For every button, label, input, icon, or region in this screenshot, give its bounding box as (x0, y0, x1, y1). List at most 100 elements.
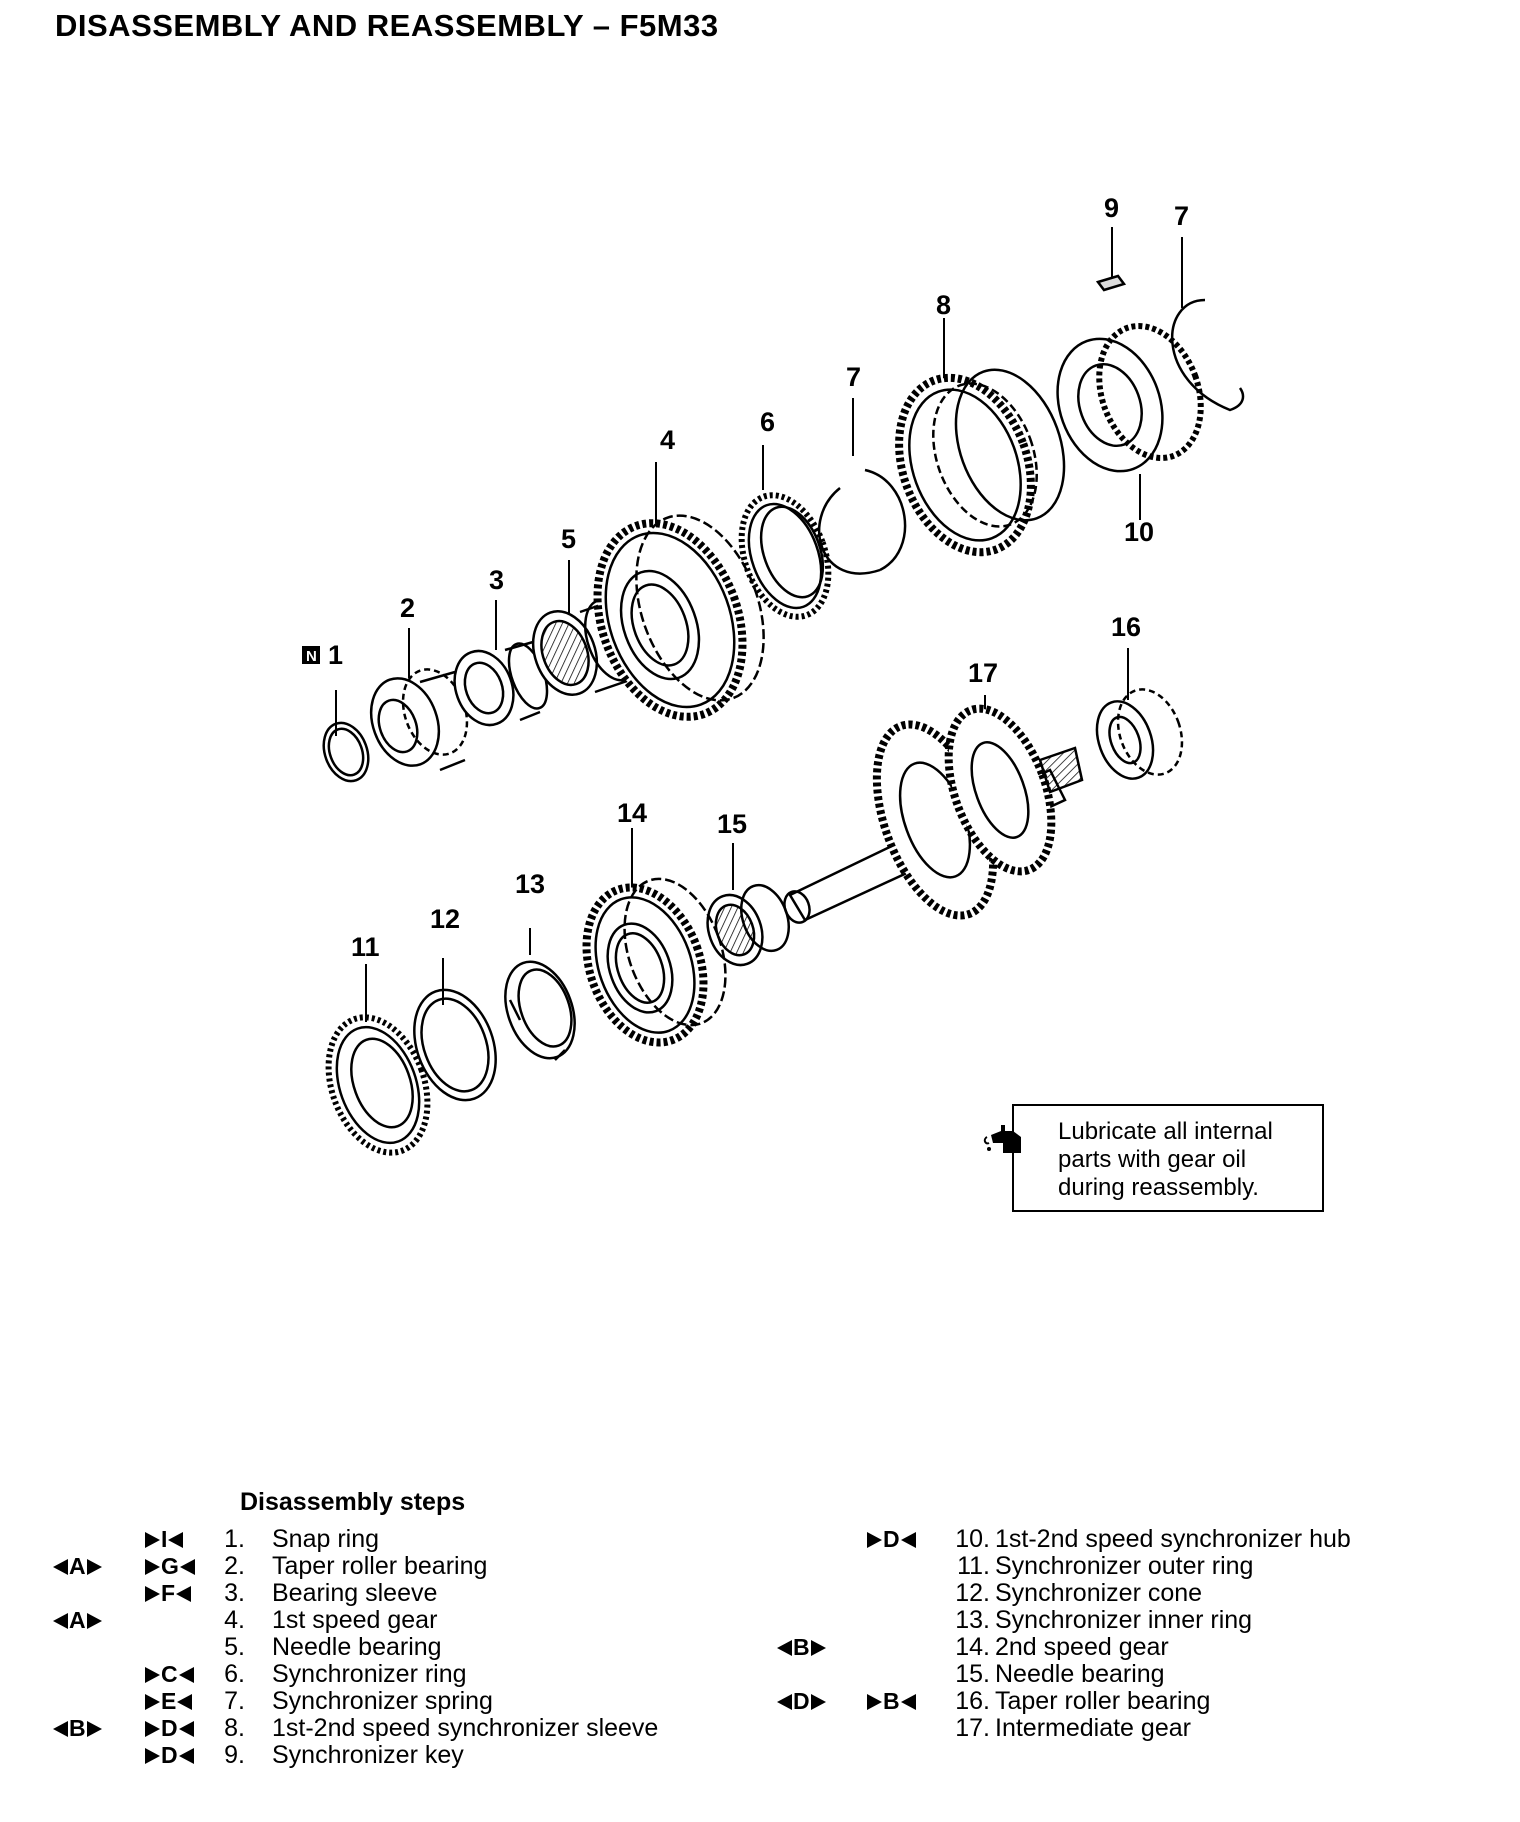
step-row: 11.Synchronizer outer ring (770, 1553, 1490, 1580)
step-number: 9. (224, 1741, 245, 1769)
part-9-synchronizer-key (1095, 274, 1127, 292)
reassembly-mark: G (145, 1553, 195, 1580)
step-label: 1st speed gear (272, 1606, 438, 1634)
part-14-2nd-speed-gear (582, 877, 727, 1047)
exploded-view-diagram: N 1 2 3 4 5 6 7 7 8 9 10 11 12 13 14 15 … (302, 193, 1245, 1156)
part-7-synchronizer-spring-rear (1170, 298, 1245, 412)
step-number: 11. (957, 1552, 990, 1580)
callout-8: 8 (936, 290, 951, 320)
step-row: B 14.2nd speed gear (770, 1634, 1490, 1661)
callout-4: 4 (660, 425, 675, 455)
callout-5: 5 (561, 524, 576, 554)
step-row: 17.Intermediate gear (770, 1715, 1490, 1742)
step-number: 3. (224, 1579, 245, 1607)
step-row: D 10.1st-2nd speed synchronizer hub (770, 1526, 1490, 1553)
callout-11: 11 (351, 932, 380, 962)
callout-10: 10 (1124, 517, 1154, 547)
step-number: 15. (955, 1660, 990, 1688)
lubrication-note: Lubricate all internal parts with gear o… (1012, 1104, 1324, 1212)
callout-7a: 7 (846, 362, 861, 392)
part-15-needle-bearing (706, 883, 790, 967)
step-label: Needle bearing (272, 1633, 442, 1661)
reassembly-mark: D (867, 1526, 916, 1553)
step-row: B D 8. 1st-2nd speed synchronizer sleeve (45, 1715, 745, 1742)
step-number: 1. (224, 1525, 245, 1553)
part-16-taper-roller-bearing (1095, 688, 1184, 780)
leader-lines (335, 227, 1183, 1022)
step-row: 5. Needle bearing (45, 1634, 745, 1661)
part-4-1st-speed-gear (593, 514, 765, 721)
callout-13: 13 (515, 869, 545, 899)
callout-9: 9 (1104, 193, 1119, 223)
step-number: 10. (955, 1525, 990, 1553)
step-number: 17. (955, 1714, 990, 1742)
part-17-intermediate-gear (783, 704, 1084, 924)
step-label: Taper roller bearing (995, 1687, 1211, 1715)
step-row: D 9. Synchronizer key (45, 1742, 745, 1769)
callout-7b: 7 (1174, 201, 1189, 231)
lubrication-note-text: Lubricate all internal parts with gear o… (1058, 1118, 1273, 1201)
new-part-badge (302, 646, 320, 664)
callout-16: 16 (1111, 612, 1141, 642)
step-row: I 1. Snap ring (45, 1526, 745, 1553)
step-label: Synchronizer ring (272, 1660, 467, 1688)
callout-numbers: N 1 2 3 4 5 6 7 7 8 9 10 11 12 13 14 15 … (302, 193, 1189, 962)
callout-6: 6 (760, 407, 775, 437)
part-10-synchronizer-hub (1056, 323, 1204, 473)
callout-3: 3 (489, 565, 504, 595)
step-label: Synchronizer key (272, 1741, 464, 1769)
step-number: 5. (224, 1633, 245, 1661)
step-number: 2. (224, 1552, 245, 1580)
step-row: 13.Synchronizer inner ring (770, 1607, 1490, 1634)
disassembly-mark: A (53, 1607, 102, 1634)
reassembly-mark: I (145, 1526, 184, 1553)
step-label: Synchronizer outer ring (995, 1552, 1254, 1580)
part-12-synchronizer-cone (413, 988, 497, 1102)
part-6-synchronizer-ring (738, 492, 832, 620)
reassembly-mark: D (145, 1715, 194, 1742)
step-number: 8. (224, 1714, 245, 1742)
step-label: Taper roller bearing (272, 1552, 488, 1580)
step-label: Intermediate gear (995, 1714, 1191, 1742)
step-number: 14. (955, 1633, 990, 1661)
callout-17: 17 (968, 658, 998, 688)
step-row: 15.Needle bearing (770, 1661, 1490, 1688)
callout-2: 2 (400, 593, 415, 623)
step-row: 12.Synchronizer cone (770, 1580, 1490, 1607)
step-label: Snap ring (272, 1525, 380, 1553)
callout-1: 1 (328, 640, 343, 670)
step-label: 1st-2nd speed synchronizer hub (995, 1525, 1351, 1553)
step-number: 4. (224, 1606, 245, 1634)
step-label: 1st-2nd speed synchronizer sleeve (272, 1714, 659, 1742)
part-11-synchronizer-outer-ring (325, 1014, 431, 1156)
reassembly-mark: C (145, 1661, 194, 1688)
reassembly-mark: B (867, 1688, 916, 1715)
step-number: 7. (224, 1687, 245, 1715)
step-label: Synchronizer inner ring (995, 1606, 1253, 1634)
part-1-snap-ring (322, 721, 370, 783)
step-number: 12. (955, 1579, 990, 1607)
reassembly-mark: F (145, 1580, 192, 1607)
step-label: Synchronizer cone (995, 1579, 1203, 1607)
step-label: 2nd speed gear (995, 1633, 1169, 1661)
disassembly-steps-heading: Disassembly steps (240, 1488, 466, 1516)
part-8-synchronizer-sleeve (895, 368, 1066, 557)
callout-12: 12 (430, 904, 460, 934)
disassembly-mark: B (777, 1634, 826, 1661)
part-7-synchronizer-spring (817, 468, 907, 575)
disassembly-mark: B (53, 1715, 102, 1742)
step-row: A G 2. Taper roller bearing (45, 1553, 745, 1580)
page-title: DISASSEMBLY AND REASSEMBLY – F5M33 (55, 8, 719, 43)
reassembly-mark: D (145, 1742, 194, 1769)
disassembly-mark: A (53, 1553, 102, 1580)
reassembly-mark: E (145, 1688, 193, 1715)
step-row: A 4. 1st speed gear (45, 1607, 745, 1634)
callout-15: 15 (717, 809, 747, 839)
callout-14: 14 (617, 798, 647, 828)
step-number: 16. (955, 1687, 990, 1715)
